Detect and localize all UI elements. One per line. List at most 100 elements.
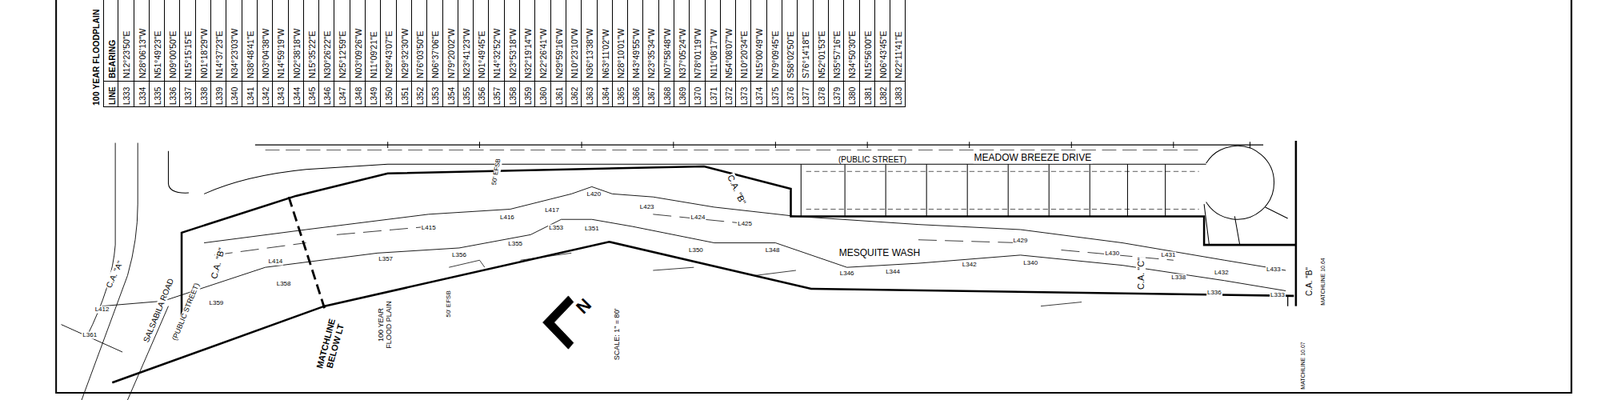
line-id: L372 <box>724 87 734 105</box>
table-cell: L362 <box>566 80 581 107</box>
table-row: L375N79°09'45"E <box>767 0 783 108</box>
table-cell: L355 <box>458 80 473 107</box>
table-cell: L335 <box>149 80 164 107</box>
table-cell: L361 <box>551 80 566 107</box>
line-id: L358 <box>508 87 518 105</box>
table-cell: N10°20'34"E <box>736 0 751 81</box>
table-cell: N15°15'15"E <box>180 0 195 81</box>
table-row: L345N15°35'22"E <box>304 0 320 108</box>
road-edge <box>81 143 138 400</box>
table-cell: L336 <box>164 80 180 107</box>
lot-lines <box>800 164 1165 216</box>
area-label: C.A. "B" <box>725 172 749 208</box>
table-cell: N23°53'18"W <box>504 0 520 81</box>
table-row: L352N76°03'50"E <box>412 0 428 108</box>
table-row: L358 N23°53'18"W <box>504 0 520 108</box>
table-cell: N11°08'17"W <box>705 0 720 81</box>
bearing-value: N25°12'59"E <box>337 30 348 79</box>
bearing-value: N22°11'41"E <box>893 31 904 79</box>
table-cell: LINE <box>104 80 118 107</box>
line-label: L342 <box>961 260 978 268</box>
table-cell: L378 <box>813 80 828 107</box>
line-id: L347 <box>338 87 348 105</box>
street-curb <box>204 164 1207 194</box>
line-id: L360 <box>539 87 548 105</box>
table-row: L371N11°08'17"W <box>705 0 721 108</box>
table-cell: N35°57'16"E <box>828 0 844 81</box>
line-id: L336 <box>168 87 178 105</box>
north-letter: N <box>572 294 596 319</box>
street-name: MEADOW BREEZE DRIVE <box>972 152 1092 164</box>
bearing-value: N14°59'19"W <box>276 28 286 79</box>
table-cell: N12°23'50"E <box>118 0 133 81</box>
bearing-value: N43°49'55"W <box>631 28 641 79</box>
north-arrow <box>543 296 574 349</box>
table-cell: N22°11'41"E <box>890 0 905 81</box>
bearing-value: N38°48'41"E <box>245 30 256 79</box>
line-label: L338 <box>1170 274 1187 282</box>
table-row: L373 N10°20'34"E <box>736 0 752 108</box>
table-cell: L370 <box>689 80 704 107</box>
line-label: L420 <box>585 190 602 198</box>
table-cell: L350 <box>380 80 396 107</box>
contour-line <box>448 252 1082 306</box>
common-area-boundary <box>112 241 1294 383</box>
table-cell: N34°23'03"W <box>226 0 241 81</box>
table-header: LINE <box>108 86 117 105</box>
table-cell: N30°26'22"E <box>319 0 334 81</box>
table-row: L367N23°35'34"W <box>643 0 659 108</box>
line-label: L423 <box>639 204 656 212</box>
bearing-value: N06°43'45"E <box>878 30 888 79</box>
cul-de-sac <box>1206 145 1275 220</box>
table-cell: L381 <box>860 80 875 107</box>
table-cell: N14°37'23"E <box>211 0 226 81</box>
line-id: L335 <box>153 87 163 105</box>
table-row: L346N30°26'22"E <box>319 0 335 108</box>
table-cell: N15°00'49"W <box>751 0 766 81</box>
line-label: L333 <box>1269 292 1286 300</box>
area-label: C.A. "B" <box>208 246 226 281</box>
line-label: L429 <box>1012 237 1029 245</box>
table-row: L365N28°10'01"W <box>612 0 628 108</box>
table-cell: L341 <box>242 80 257 107</box>
bearing-value: N78°01'19"W <box>692 28 703 79</box>
bearing-value: N63°11'02"W <box>600 28 611 79</box>
table-cell: L368 <box>659 80 674 107</box>
table-row: L333N12°23'50"E <box>118 0 134 108</box>
table-cell: N29°43'07"E <box>380 0 396 81</box>
bearing-value: S58°02'50"E <box>785 31 796 79</box>
table-cell: N37°05'24"W <box>674 0 689 81</box>
table-cell: N14°32'52"W <box>488 0 504 81</box>
table-row: L363N36°13'38"W <box>581 0 597 108</box>
street-curb <box>255 144 1264 146</box>
line-id: L376 <box>786 87 796 105</box>
table-cell: N01°49'45"E <box>473 0 488 81</box>
table-cell: L359 <box>520 80 535 107</box>
floodplain-table: 100 YEAR FLOODPLAINLINEBEARINGL333N12°23… <box>89 0 907 108</box>
line-id: L374 <box>755 87 764 105</box>
line-id: L355 <box>462 87 472 105</box>
table-cell: L366 <box>628 80 643 107</box>
line-label: L357 <box>377 256 394 264</box>
line-id: L364 <box>601 87 611 105</box>
table-cell: N06°37'06"E <box>427 0 442 81</box>
table-cell: N78°01'19"W <box>689 0 704 81</box>
table-row: L335N51°49'23"E <box>149 0 165 108</box>
matchline <box>288 196 325 308</box>
line-label: L359 <box>208 300 225 308</box>
table-cell: N10°23'10"W <box>566 0 581 81</box>
bearing-value: N15°00'49"W <box>754 28 764 79</box>
bearing-value: N22°26'41"W <box>538 28 548 79</box>
street-name: SALSABILA ROAD <box>140 276 176 344</box>
table-row: L362N10°23'10"W <box>566 0 582 108</box>
line-id: L334 <box>138 87 148 105</box>
table-row: L368N07°58'48"W <box>659 0 675 108</box>
line-id: L373 <box>740 87 749 105</box>
table-cell: L373 <box>736 80 751 107</box>
bearing-value: N54°08'07"W <box>724 28 734 79</box>
line-label: L431 <box>1160 252 1177 260</box>
bearing-value: N10°20'34"E <box>739 30 749 79</box>
bearing-value: N23°41'23"W <box>461 28 472 79</box>
line-id: L379 <box>832 87 842 105</box>
